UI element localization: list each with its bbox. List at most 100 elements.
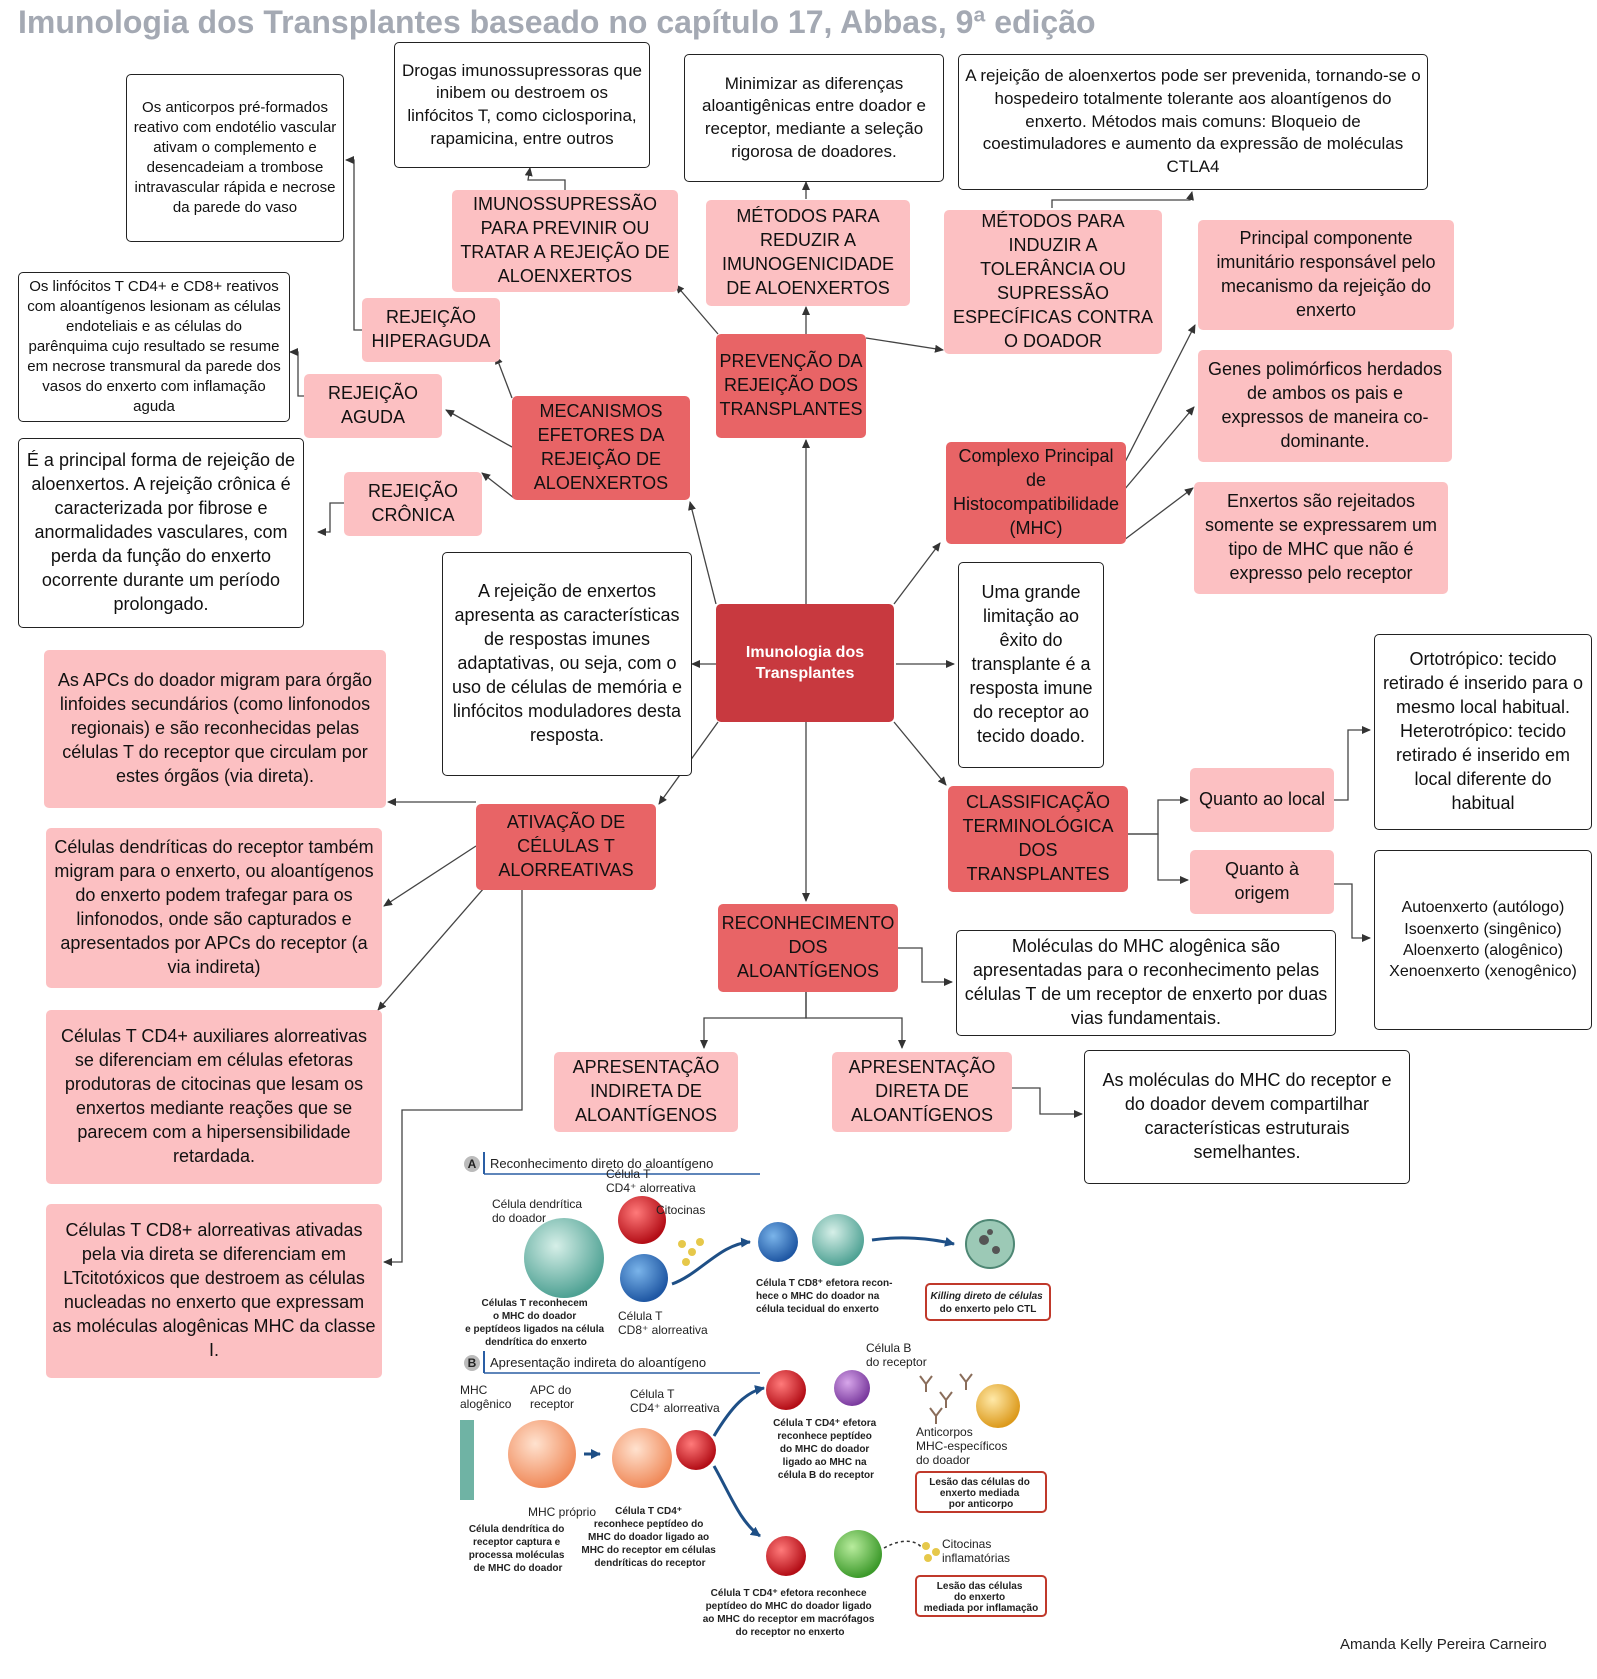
b-ab-2: MHC-específicos	[916, 1439, 1007, 1453]
b-lesao-ac-3: por anticorpo	[949, 1499, 1013, 1510]
a-recog-1: Células T reconhecem	[482, 1298, 588, 1309]
svg-text:Célula Bdo receptor: Célula Bdo receptor	[866, 1341, 927, 1369]
b-bcell-2: do receptor	[866, 1355, 927, 1369]
link-mec-aguda	[445, 409, 513, 448]
a-tcd4-2: CD4⁺ alorreativa	[606, 1181, 696, 1195]
node-metodos-reduzir[interactable]: MÉTODOS PARA REDUZIR A IMUNOGENICIDADE D…	[706, 200, 910, 306]
link-origem-desc	[1334, 883, 1371, 942]
link-rec-desc	[898, 947, 953, 986]
link-center-mecanismos	[688, 501, 717, 605]
link-mhc-1	[1123, 324, 1196, 465]
node-metodos-induzir[interactable]: MÉTODOS PARA INDUZIR A TOLERÂNCIA OU SUP…	[944, 210, 1162, 354]
desc-rejeicao-hiperaguda: Os anticorpos pré-formados reativo com e…	[126, 74, 344, 242]
b-eff-mac-1: Célula T CD4⁺ efetora reconhece	[711, 1588, 867, 1599]
b-eff-mac-3: ao MHC do receptor em macrófagos	[703, 1614, 875, 1625]
donor-dendritic-cell	[524, 1218, 604, 1298]
node-rejeicao-hiperaguda[interactable]: REJEIÇÃO HIPERAGUDA	[362, 298, 500, 362]
desc-ativacao-4: Células T CD8+ alorreativas ativadas pel…	[46, 1204, 382, 1378]
svg-text:Lesão das células do enx: Lesão das células do enxerto mediada por…	[924, 1581, 1038, 1614]
desc-mhc-3: Enxertos são rejeitados somente se expre…	[1194, 482, 1448, 594]
b-lesao-infl-3: mediada por inflamação	[924, 1603, 1038, 1614]
panel-b-title: Apresentação indireta do aloantígeno	[490, 1355, 706, 1370]
node-classificacao[interactable]: CLASSIFICAÇÃO TERMINOLÓGICA DOS TRANSPLA…	[948, 786, 1128, 892]
b-mhc-1: MHC	[460, 1383, 488, 1397]
link-prev-induzir	[865, 337, 944, 353]
panel-b-letter: B	[468, 1356, 477, 1370]
node-reconhecimento[interactable]: RECONHECIMENTO DOS ALOANTÍGENOS	[718, 904, 898, 992]
link-mec-cronica	[481, 472, 515, 499]
node-rejeicao-aguda[interactable]: REJEIÇÃO AGUDA	[304, 374, 442, 438]
a-tcd8-1: Célula T	[618, 1309, 663, 1323]
b-dc-desc-4: de MHC do doador	[474, 1563, 563, 1574]
node-apresentacao-indireta[interactable]: APRESENTAÇÃO INDIRETA DE ALOANTÍGENOS	[554, 1052, 738, 1132]
b-tcd4-desc-5: dendríticas do receptor	[594, 1558, 705, 1569]
recipient-apc-processing	[612, 1428, 672, 1488]
svg-text:Célula T CD4⁺ efetora re: Célula T CD4⁺ efetora reconhece peptídeo…	[773, 1418, 879, 1481]
b-eff-b-1: Célula T CD4⁺ efetora	[773, 1418, 877, 1429]
graft-tissue-cell	[812, 1214, 864, 1266]
node-quanto-origem[interactable]: Quanto à origem	[1190, 850, 1334, 914]
link-prev-imuno	[675, 284, 719, 335]
b-tcd4-desc-2: reconhece peptídeo do	[594, 1519, 703, 1530]
desc-imunossupressao: Drogas imunossupressoras que inibem ou d…	[394, 42, 650, 168]
b-eff-b-5: célula B do receptor	[778, 1470, 874, 1481]
author-credit: Amanda Kelly Pereira Carneiro	[1340, 1636, 1547, 1653]
link-induzir-desc	[1051, 191, 1194, 208]
a-recog-4: dendrítica do enxerto	[485, 1337, 587, 1348]
node-ativacao[interactable]: ATIVAÇÃO DE CÉLULAS T ALORREATIVAS	[476, 804, 656, 890]
recipient-macrophage	[834, 1530, 882, 1578]
b-mhc-proprio: MHC próprio	[528, 1505, 596, 1519]
link-imuno-desc	[524, 167, 566, 192]
b-mhc-2: alogênico	[460, 1397, 512, 1411]
a-tcd4-1: Célula T	[606, 1167, 651, 1181]
b-eff-b-3: do MHC do doador	[780, 1444, 870, 1455]
link-aguda-desc	[289, 348, 304, 397]
a-dc-2: do doador	[492, 1211, 546, 1225]
b-dc-desc-1: Célula dendrítica do	[469, 1524, 565, 1535]
node-quanto-local[interactable]: Quanto ao local	[1190, 768, 1334, 832]
a-killing-2: do enxerto pelo CTL	[940, 1304, 1037, 1315]
desc-apresentacao-direta: As moléculas do MHC do receptor e do doa…	[1084, 1050, 1410, 1184]
b-lesao-ac-1: Lesão das células do	[929, 1477, 1030, 1488]
b-eff-mac-4: do receptor no enxerto	[736, 1627, 845, 1638]
node-mecanismos[interactable]: MECANISMOS EFETORES DA REJEIÇÃO DE ALOEN…	[512, 396, 690, 500]
svg-text:Célula T CD4⁺ reconhece: Célula T CD4⁺ reconhece peptídeo do MHC …	[581, 1506, 718, 1569]
node-apresentacao-direta[interactable]: APRESENTAÇÃO DIRETA DE ALOANTÍGENOS	[832, 1052, 1012, 1132]
panel-b: B Apresentação indireta do aloantígeno M…	[460, 1341, 1047, 1638]
b-lesao-ac-2: enxerto mediada	[940, 1488, 1020, 1499]
node-mhc[interactable]: Complexo Principal de Histocompatibilida…	[946, 442, 1126, 544]
link-center-mhc	[893, 542, 941, 605]
desc-metodos-reduzir: Minimizar as diferenças aloantigênicas e…	[684, 54, 944, 182]
desc-quanto-local: Ortotrópico: tecido retirado é inserido …	[1374, 634, 1592, 830]
allorecognition-figure: A Reconhecimento direto do aloantígeno C…	[460, 1152, 1051, 1638]
node-prevencao[interactable]: PREVENÇÃO DA REJEIÇÃO DOS TRANSPLANTES	[716, 334, 866, 438]
desc-caracteristicas: A rejeição de enxertos apresenta as cara…	[442, 552, 692, 776]
link-hiper-desc	[345, 156, 362, 331]
link-ativ-2	[383, 845, 477, 907]
svg-text:Células T reconhecem o M: Células T reconhecem o MHC do doador e p…	[465, 1298, 607, 1348]
link-ativ-4	[383, 888, 523, 1266]
b-ab-1: Anticorpos	[916, 1425, 973, 1439]
center-node[interactable]: Imunologia dos Transplantes	[716, 604, 894, 722]
b-eff-b-2: reconhece peptídeo	[777, 1431, 871, 1442]
recipient-apc	[508, 1420, 576, 1488]
a-dc-1: Célula dendrítica	[492, 1197, 582, 1211]
a-effector-1: Célula T CD8⁺ efetora recon-	[756, 1278, 892, 1289]
link-mec-hiper	[495, 355, 513, 399]
recipient-b-cell	[834, 1370, 870, 1406]
desc-rejeicao-aguda: Os linfócitos T CD4+ e CD8+ reativos com…	[18, 272, 290, 422]
b-tcd4-desc-3: MHC do doador ligado ao	[588, 1532, 709, 1543]
b-bcell-1: Célula B	[866, 1341, 911, 1355]
node-imunossupressao[interactable]: IMUNOSSUPRESSÃO PARA PREVINIR OU TRATAR …	[452, 190, 678, 292]
b-tcd4-2: CD4⁺ alorreativa	[630, 1401, 720, 1415]
node-rejeicao-cronica[interactable]: REJEIÇÃO CRÔNICA	[344, 472, 482, 536]
desc-ativacao-2: Células dendríticas do receptor também m…	[46, 828, 382, 988]
link-rec-direta	[805, 990, 906, 1049]
svg-text:Anticorpos MHC-específic: Anticorpos MHC-específicos do doador	[916, 1425, 1011, 1467]
